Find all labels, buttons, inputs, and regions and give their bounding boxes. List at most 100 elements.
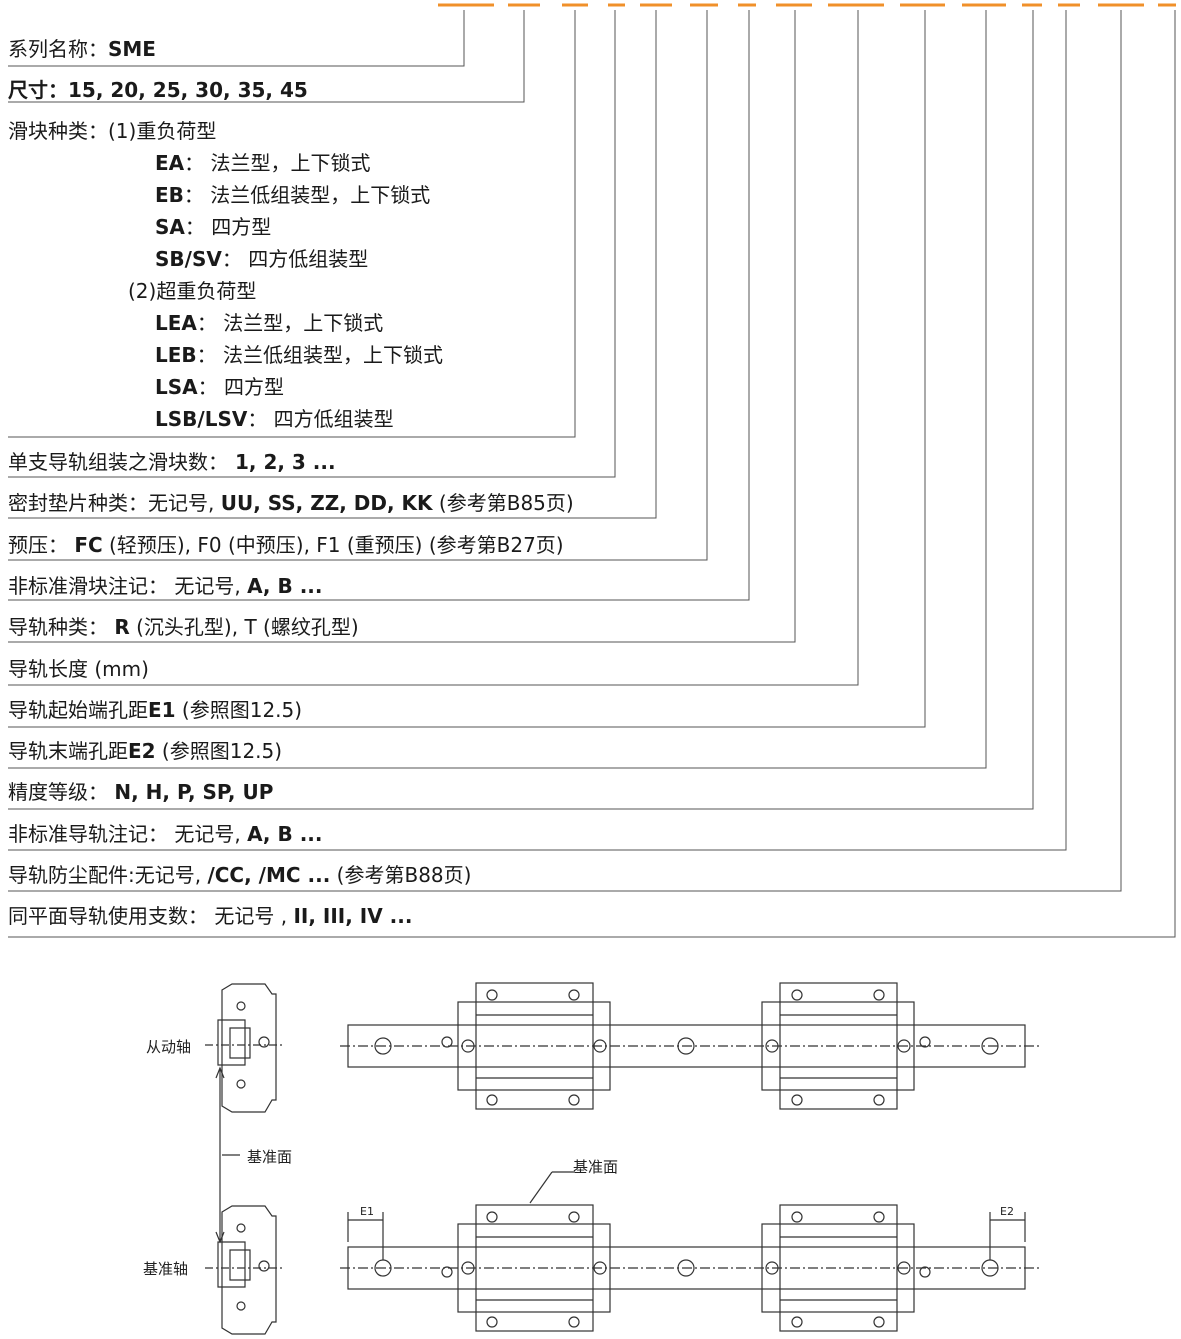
e1-dimension-label: E1 [360,1205,374,1218]
code-row-note: (参考第B88页) [330,863,472,887]
reference-axis-label: 基准轴 [143,1260,189,1278]
block-type-item: LSB/LSV： 四方低组装型 [155,407,394,431]
leader-line [8,10,859,686]
code-row: 导轨长度 (mm) [8,657,149,681]
leader-line [8,10,465,67]
code-row: 密封垫片种类：无记号, UU, SS, ZZ, DD, KK (参考第B85页) [8,491,574,515]
code-row-value: A, B ... [247,821,323,846]
block-type-code: EB [155,183,184,207]
code-row-value: E2 [128,739,156,764]
code-row-value: UU, SS, ZZ, DD, KK [220,491,433,516]
leader-line [8,10,1176,938]
code-row-value: FC [74,532,103,557]
size-row: 尺寸：15, 20, 25, 30, 35, 45 [8,78,308,102]
code-row-value: N, H, P, SP, UP [114,780,274,805]
code-row: 同平面导轨使用支数： 无记号 , II, III, IV ... [8,904,412,928]
leader-line [8,10,708,561]
code-row: 导轨种类： R (沉头孔型), T (螺纹孔型) [8,615,359,639]
block-types-label: 滑块种类： [8,119,108,143]
block-type-code: LEB [155,343,197,367]
code-row-label: 密封垫片种类：无记号, [8,491,221,516]
block-type-item: LEB： 法兰低组装型，上下锁式 [155,343,443,367]
code-row-note: (参考第B85页) [432,491,574,516]
leader-line [8,10,576,438]
block-type-desc: ： 法兰型，上下锁式 [196,311,384,335]
code-row-note: (轻预压), F0 (中预压), F1 (重预压) (参考第B27页) [102,532,564,557]
reference-face-label-2: 基准面 [573,1158,619,1176]
block-type-item: EA： 法兰型，上下锁式 [155,151,371,175]
leader-line [8,10,750,601]
group1-title: (1)重负荷型 [108,119,217,143]
leader-line [8,10,525,103]
group2-title: (2)超重负荷型 [128,279,257,303]
code-row: 精度等级： N, H, P, SP, UP [8,780,273,804]
code-row-note: (参照图12.5) [155,739,283,764]
code-row: 导轨末端孔距E2 (参照图12.5) [8,739,282,763]
code-row-label: 非标准滑块注记： 无记号, [8,573,248,598]
leader-line [8,10,1034,810]
code-row-label: 预压： [8,532,75,557]
block-type-code: LSA [155,375,198,399]
series-row: 系列名称：SME [8,37,156,61]
code-row-note: (沉头孔型), T (螺纹孔型) [129,615,359,640]
block-type-code: SA [155,215,185,239]
size-value: 15, 20, 25, 30, 35, 45 [68,78,308,102]
code-row-value: R [114,615,130,640]
block-type-item: SA： 四方型 [155,215,271,239]
code-row-label: 同平面导轨使用支数： 无记号 , [8,904,294,929]
code-row: 预压： FC (轻预压), F0 (中预压), F1 (重预压) (参考第B27… [8,533,564,557]
code-row: 导轨起始端孔距E1 (参照图12.5) [8,698,302,722]
series-label: 系列名称： [8,37,108,61]
block-type-code: SB/SV [155,247,222,271]
leader-lines [8,3,1176,938]
code-row: 非标准导轨注记： 无记号, A, B ... [8,822,323,846]
leader-line [8,10,657,519]
block-type-desc: ： 法兰低组装型，上下锁式 [196,343,444,367]
series-value: SME [108,37,156,61]
leader-line [8,10,926,728]
block-type-desc: ： 四方低组装型 [221,247,369,271]
code-row: 非标准滑块注记： 无记号, A, B ... [8,574,323,598]
code-row-label: 导轨防尘配件:无记号, [8,863,208,887]
reference-face-label-1: 基准面 [247,1148,293,1166]
block-type-code: LSB/LSV [155,407,248,431]
driven-axis-label: 从动轴 [146,1038,192,1056]
code-row: 单支导轨组装之滑块数： 1, 2, 3 ... [8,450,336,474]
block-type-item: EB： 法兰低组装型，上下锁式 [155,183,430,207]
block-type-desc: ： 四方型 [184,215,272,239]
leader-line [8,10,1122,892]
rail-assembly-drawing [205,982,1040,1335]
bottom-rail [340,1171,1040,1332]
leader-line [8,10,987,769]
block-type-item: LEA： 法兰型，上下锁式 [155,311,383,335]
code-row: 导轨防尘配件:无记号, /CC, /MC ... (参考第B88页) [8,863,471,887]
leader-line [8,10,616,478]
size-label: 尺寸： [8,78,68,102]
code-row-label: 精度等级： [8,780,115,805]
block-types-row: 滑块种类：(1)重负荷型 [8,119,216,143]
block-type-code: EA [155,151,185,175]
code-row-value: A, B ... [247,573,323,598]
driven-axis-profile [205,983,282,1113]
block-type-item: SB/SV： 四方低组装型 [155,247,368,271]
code-row-label: 导轨长度 (mm) [8,656,149,681]
reference-axis-profile [205,1205,282,1335]
block-type-desc: ： 法兰低组装型，上下锁式 [183,183,431,207]
code-row-value: E1 [148,697,176,722]
code-row-label: 导轨起始端孔距 [8,697,148,722]
code-row-value: 1, 2, 3 ... [228,450,336,474]
block-type-item: LSA： 四方型 [155,375,284,399]
code-row-label: 非标准导轨注记： 无记号, [8,821,248,846]
block-type-desc: ： 四方低组装型 [247,407,394,431]
leader-line [8,10,1067,851]
block-type-desc: ： 四方型 [197,375,284,399]
code-row-label: 导轨种类： [8,615,115,640]
top-rail [340,982,1040,1110]
leader-line [8,10,796,643]
e2-dimension-label: E2 [1000,1205,1014,1218]
block-type-code: LEA [155,311,197,335]
code-row-label: 单支导轨组装之滑块数： [8,450,228,474]
code-row-note: (参照图12.5) [175,697,303,722]
code-row-label: 导轨末端孔距 [8,739,128,764]
code-row-value: II, III, IV ... [293,904,413,929]
